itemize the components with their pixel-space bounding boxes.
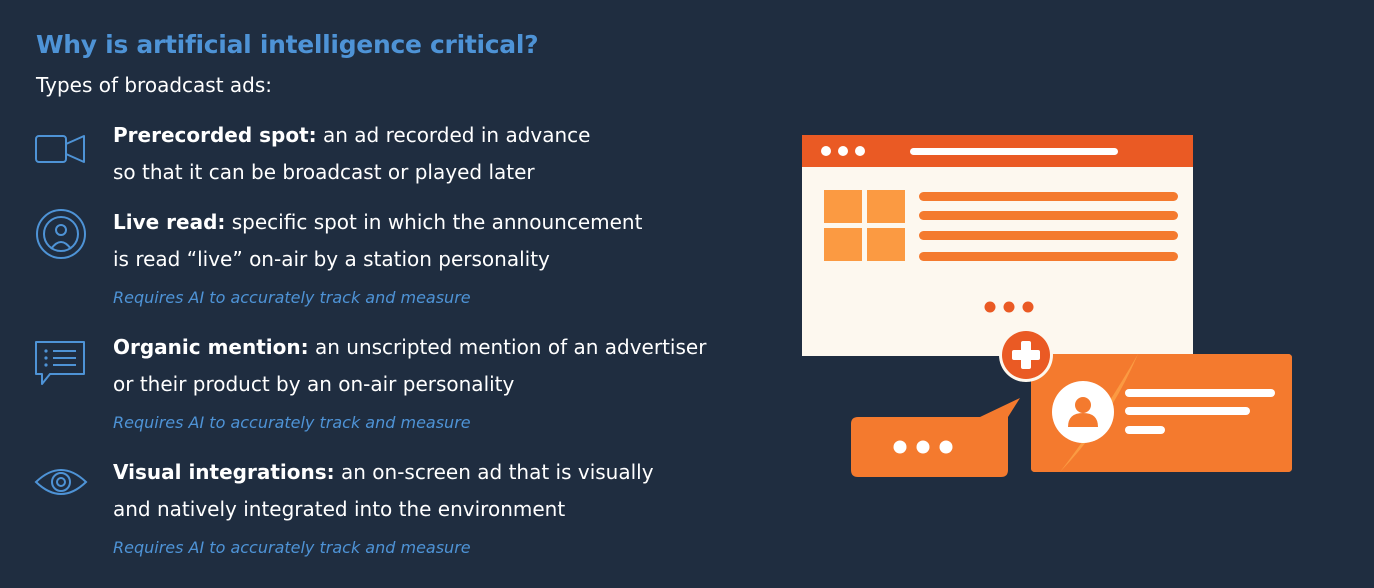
chat-bubble-icon (851, 398, 1020, 477)
item-line2: so that it can be broadcast or played la… (113, 160, 535, 184)
item-line1: an ad recorded in advance (316, 123, 591, 147)
item-line2: or their product by an on-air personalit… (113, 372, 515, 396)
item-line2: is read “live” on-air by a station perso… (113, 247, 550, 271)
item-line2: and natively integrated into the environ… (113, 497, 566, 521)
item-label: Live read: (113, 210, 226, 234)
profile-card-icon (1031, 354, 1292, 472)
item-line1: an unscripted mention of an advertiser (308, 335, 707, 359)
item-visual-integrations: Visual integrations: an on-screen ad tha… (113, 454, 654, 528)
broadcast-person-icon (30, 209, 92, 259)
item-label: Prerecorded spot: (113, 123, 317, 147)
item-live-read: Live read: specific spot in which the an… (113, 204, 642, 278)
eye-icon (30, 457, 92, 507)
item-prerecorded-spot: Prerecorded spot: an ad recorded in adva… (113, 117, 590, 191)
browser-window-icon (802, 135, 1193, 356)
plus-badge-icon (999, 328, 1053, 382)
page-subtitle: Types of broadcast ads: (36, 73, 272, 97)
item-label: Visual integrations: (113, 460, 335, 484)
ad-illustration (790, 120, 1310, 490)
chat-list-icon (30, 338, 92, 388)
item-organic-mention: Organic mention: an unscripted mention o… (113, 329, 706, 403)
item-line1: an on-screen ad that is visually (334, 460, 654, 484)
page-title: Why is artificial intelligence critical? (36, 30, 539, 59)
item-line1: specific spot in which the announcement (225, 210, 643, 234)
item-label: Organic mention: (113, 335, 309, 359)
item-note: Requires AI to accurately track and meas… (113, 413, 471, 432)
item-note: Requires AI to accurately track and meas… (113, 288, 471, 307)
item-note: Requires AI to accurately track and meas… (113, 538, 471, 557)
video-camera-icon (30, 124, 92, 174)
